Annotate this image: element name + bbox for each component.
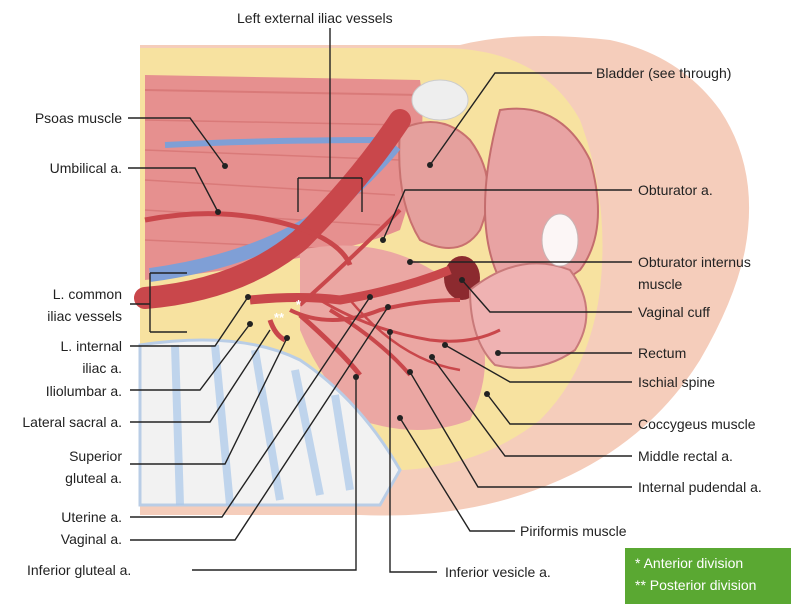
leader-uterine	[130, 296, 371, 518]
leader-vaginal-cuff	[461, 279, 632, 313]
leader-top	[297, 28, 363, 212]
label-umbilical-artery: Umbilical a.	[49, 160, 122, 176]
label-superior-gluteal-line2: gluteal a.	[65, 470, 122, 486]
leader-inferior-vesicle	[389, 332, 437, 573]
label-iliolumbar-artery: Iliolumbar a.	[45, 383, 122, 399]
label-middle-rectal-artery: Middle rectal a.	[638, 448, 733, 464]
rectum-shape	[468, 262, 588, 369]
leader-middle-rectal	[431, 356, 632, 457]
label-psoas-muscle: Psoas muscle	[34, 110, 122, 126]
psoas-muscle-shape	[145, 75, 423, 280]
legend-anterior-division: * Anterior division	[635, 555, 744, 571]
label-common-iliac-line1: L. common	[52, 286, 122, 302]
label-bladder: Bladder (see through)	[596, 65, 732, 81]
leader-piriformis	[399, 417, 515, 532]
artery-internal-iliac	[249, 265, 452, 305]
label-superior-gluteal-line1: Superior	[69, 448, 122, 464]
label-obturator-artery: Obturator a.	[638, 182, 713, 198]
leader-obturator	[382, 189, 632, 241]
label-obturator-internus-line2: muscle	[638, 276, 683, 292]
label-internal-iliac-line2: iliac a.	[82, 360, 122, 376]
label-vaginal-cuff: Vaginal cuff	[638, 304, 710, 320]
legend-posterior-division: ** Posterior division	[635, 577, 757, 593]
label-obturator-internus-line1: Obturator internus	[638, 254, 751, 270]
vein-external-iliac	[164, 137, 391, 148]
label-internal-iliac-line1: L. internal	[60, 338, 122, 354]
label-coccygeus-muscle: Coccygeus muscle	[638, 416, 756, 432]
leader-lateral-sacral	[130, 329, 271, 423]
label-left-external-iliac-vessels: Left external iliac vessels	[237, 10, 393, 26]
leader-superior	[130, 337, 288, 465]
artery-umbilical	[144, 211, 353, 267]
pelvic-wall-muscle	[300, 245, 485, 430]
label-vaginal-artery: Vaginal a.	[60, 531, 122, 547]
leader-coccygeus	[486, 393, 632, 425]
leader-inferior-gluteal	[192, 377, 357, 571]
anterior-division-marker: *	[296, 297, 302, 312]
posterior-division-marker: **	[274, 310, 285, 325]
leader-vaginal	[130, 306, 389, 541]
leader-iliolumbar	[130, 323, 251, 391]
artery-common-iliac	[134, 109, 411, 309]
label-inferior-gluteal-artery: Inferior gluteal a.	[27, 562, 132, 578]
leader-pudendal	[409, 371, 632, 488]
label-uterine-artery: Uterine a.	[61, 509, 122, 525]
label-lateral-sacral-artery: Lateral sacral a.	[22, 414, 122, 430]
leader-bladder	[429, 72, 592, 166]
label-rectum: Rectum	[638, 345, 687, 361]
leader-common	[130, 272, 187, 333]
label-common-iliac-line2: iliac vessels	[47, 308, 122, 324]
division-legend: * Anterior division ** Posterior divisio…	[625, 548, 791, 604]
leader-ischial	[444, 344, 632, 383]
leader-umbilical	[128, 167, 219, 213]
leader-internal	[130, 296, 249, 347]
label-internal-pudendal-artery: Internal pudendal a.	[638, 479, 762, 495]
label-ischial-spine: Ischial spine	[638, 374, 716, 390]
leader-psoas	[128, 117, 226, 167]
bladder-shape	[398, 121, 489, 249]
label-piriformis-muscle: Piriformis muscle	[520, 523, 627, 539]
leader-lines	[128, 28, 632, 573]
label-inferior-vesicle-artery: Inferior vesicle a.	[445, 564, 551, 580]
